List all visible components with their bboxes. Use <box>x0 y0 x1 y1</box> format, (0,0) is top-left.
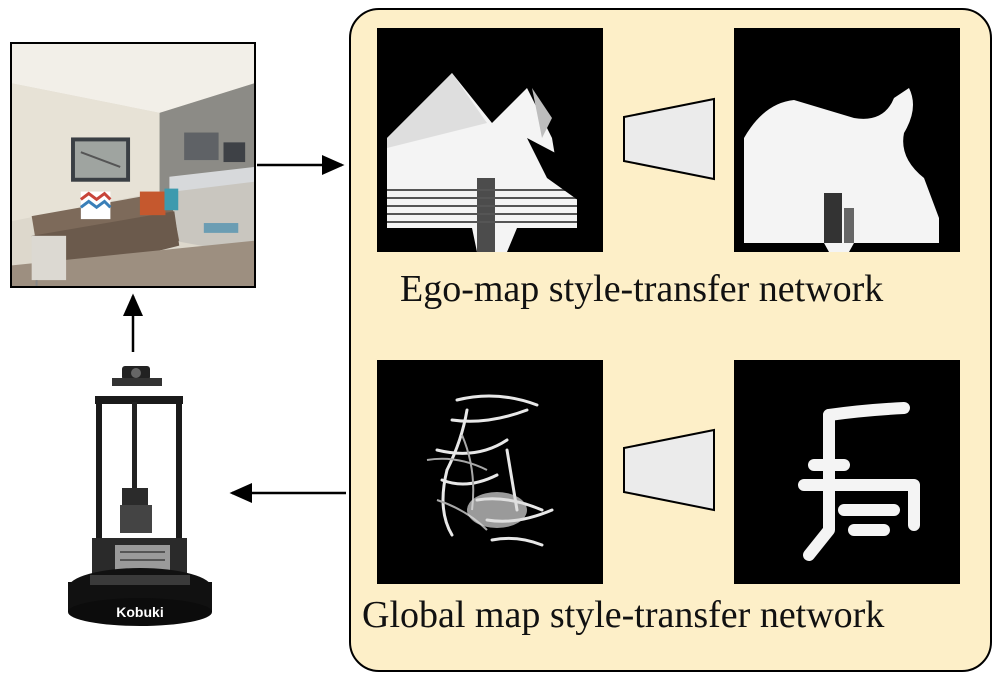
room-photo <box>10 42 256 288</box>
ego-map-output <box>734 28 960 252</box>
ego-caption: Ego-map style-transfer network <box>400 268 884 310</box>
robot-logo: Kobuki <box>116 604 163 620</box>
network-trapezoid-icon <box>623 97 715 181</box>
robot-image: Kobuki <box>60 360 220 630</box>
global-caption: Global map style-transfer network <box>362 594 885 636</box>
global-map-input <box>377 360 603 584</box>
ego-map-input <box>377 28 603 252</box>
global-map-output <box>734 360 960 584</box>
network-trapezoid-icon <box>623 428 715 512</box>
